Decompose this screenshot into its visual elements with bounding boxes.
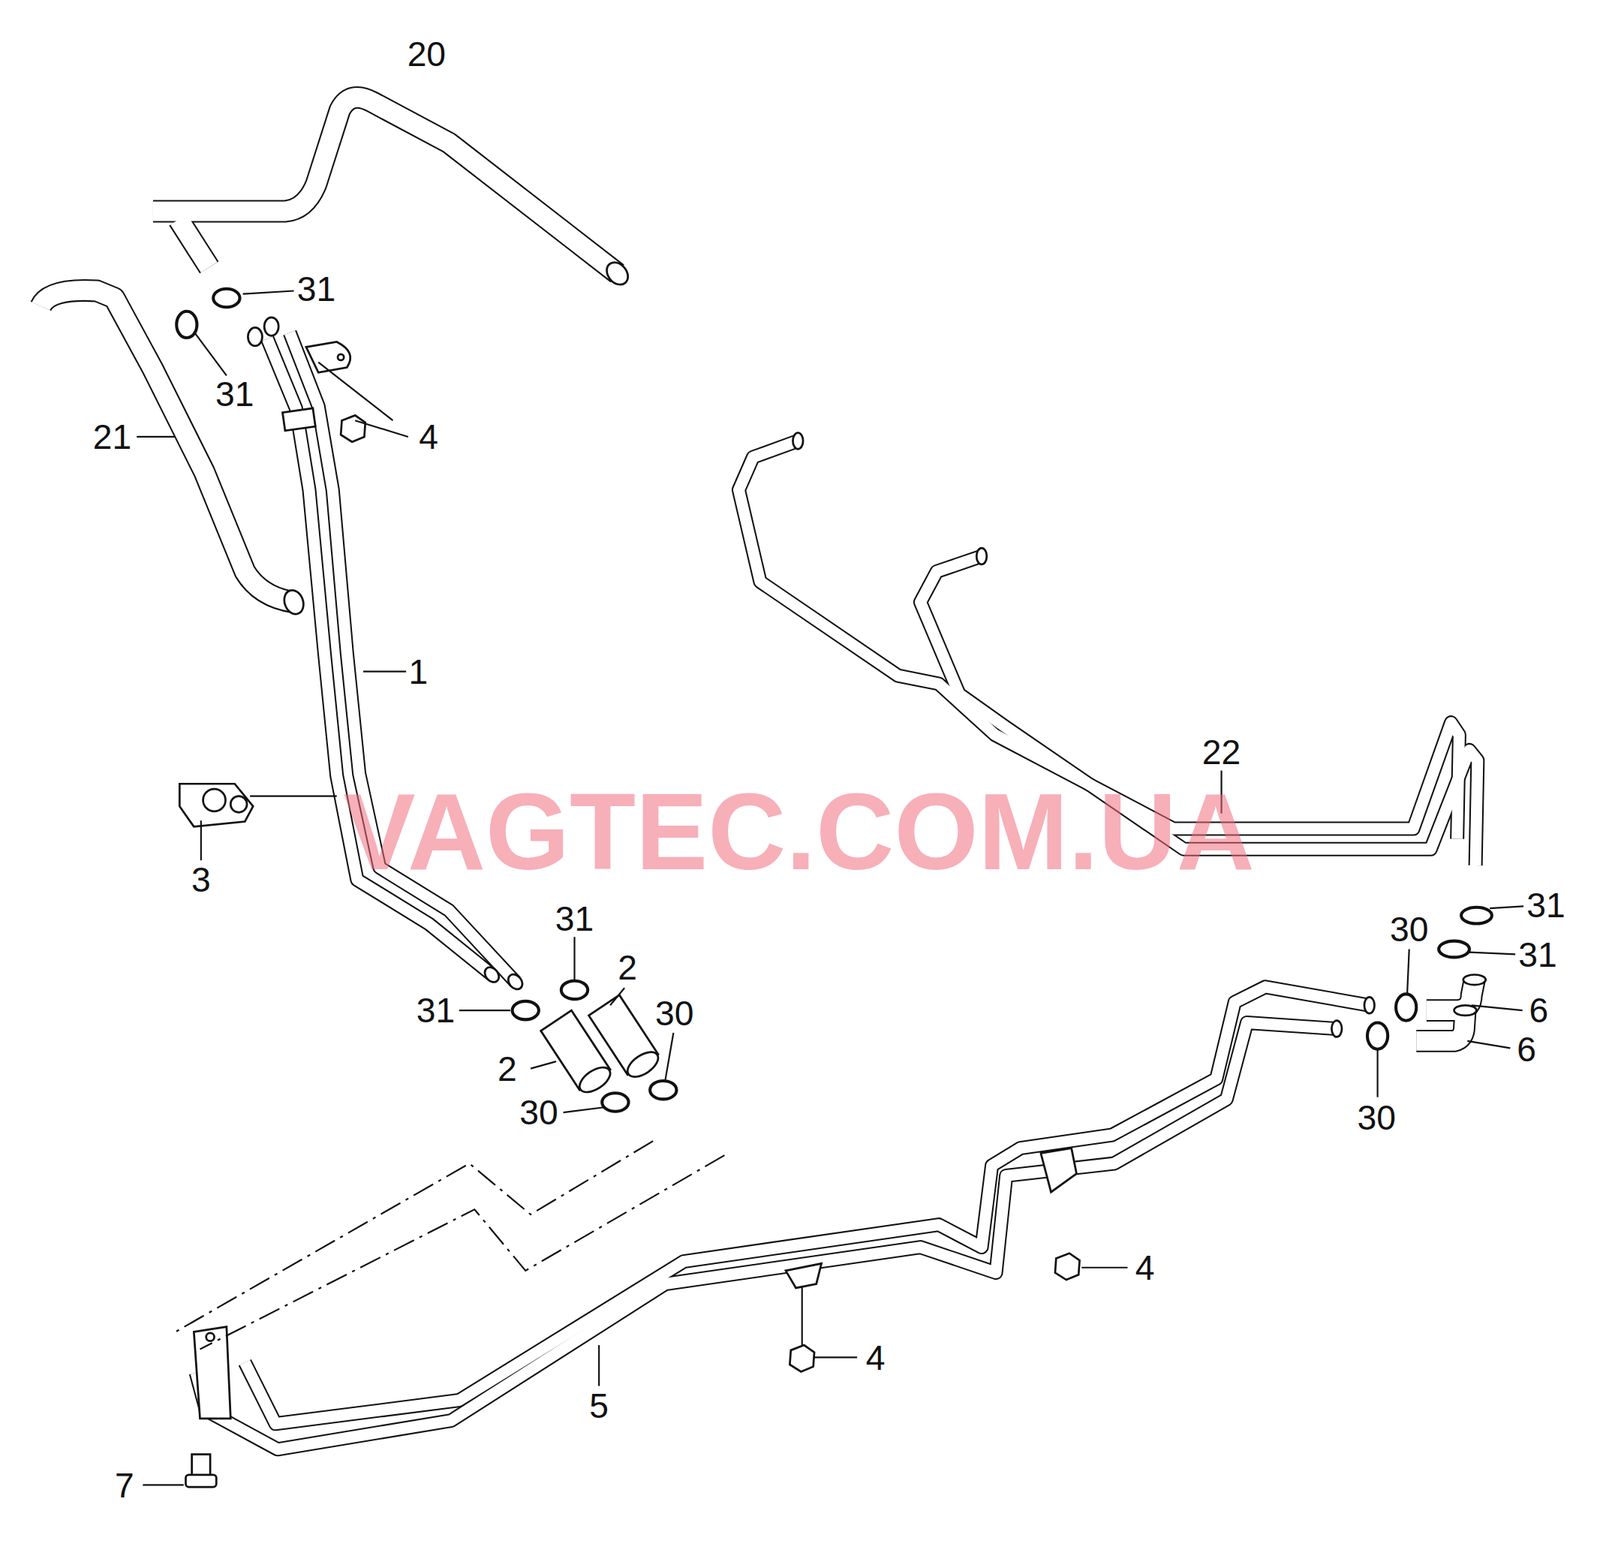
tube-ends [247,258,1486,1037]
callout-number: 22 [1200,733,1243,771]
callout-number: 30 [1387,910,1431,948]
watermark: VAGTEC.COM.UA [342,777,1255,886]
tube-fills [40,97,1477,1450]
callout-number: 30 [517,1094,560,1131]
leader-lines [136,291,1524,1486]
hose-clamps [176,288,1492,1112]
callout-number: 21 [90,418,134,455]
callout-number: 31 [213,375,256,413]
callout-number: 31 [553,899,596,937]
callout-number: 4 [863,1338,888,1376]
callout-number: 30 [652,995,696,1032]
callout-number: 30 [1355,1098,1399,1136]
callout-number: 4 [1133,1248,1157,1286]
callout-number: 3 [189,861,213,899]
callout-number: 20 [405,36,449,73]
callout-number: 1 [406,652,431,690]
callout-number: 31 [294,270,338,307]
tube-outlines [40,97,1477,1450]
callout-number: 31 [1524,887,1568,924]
callout-number: 2 [495,1049,519,1087]
callout-number: 31 [1516,935,1560,973]
callout-number: 5 [587,1386,611,1424]
callout-number: 4 [416,418,440,455]
callout-number: 31 [414,992,458,1029]
callout-number: 6 [1527,992,1551,1029]
callout-number: 2 [616,949,640,987]
callout-number: 7 [112,1466,136,1504]
brackets-and-fasteners [179,341,1080,1487]
callout-number: 6 [1515,1030,1539,1068]
assembly-dash-lines [175,1140,725,1349]
